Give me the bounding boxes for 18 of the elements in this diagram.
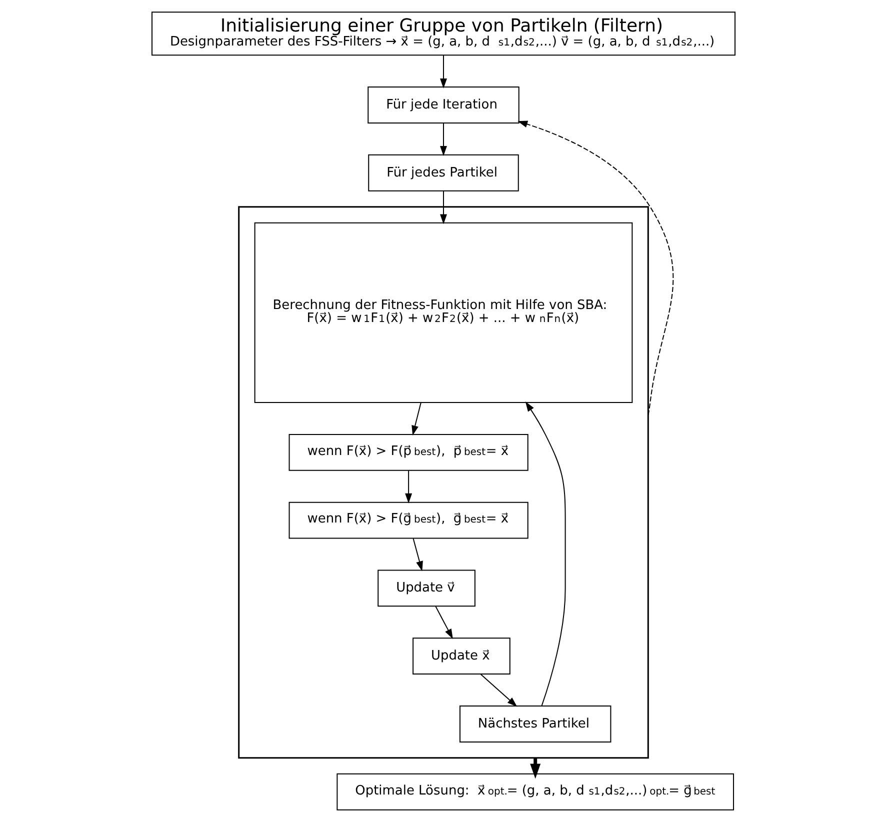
node-box: Update v⃗ (378, 570, 476, 607)
node-box: wenn F(x⃗) > F(p⃗best), p⃗best= x⃗ (288, 434, 528, 471)
arrow (440, 54, 447, 88)
arrow (480, 674, 518, 707)
node-box: Update x⃗ (412, 638, 510, 675)
arrow (525, 402, 566, 706)
arrow (440, 190, 447, 224)
node-box: wenn F(x⃗) > F(g⃗best), g⃗best= x⃗ (288, 502, 528, 539)
arrow (518, 120, 674, 416)
arrow (435, 606, 453, 639)
arrow (412, 538, 423, 572)
node-box: Für jede Iteration (368, 86, 520, 124)
arrow (440, 122, 447, 156)
arrow (405, 470, 412, 504)
node-box: Nächstes Partikel (459, 706, 612, 742)
arrow (412, 402, 422, 436)
node-box: Für jedes Partikel (368, 154, 519, 192)
cluster (238, 206, 649, 759)
